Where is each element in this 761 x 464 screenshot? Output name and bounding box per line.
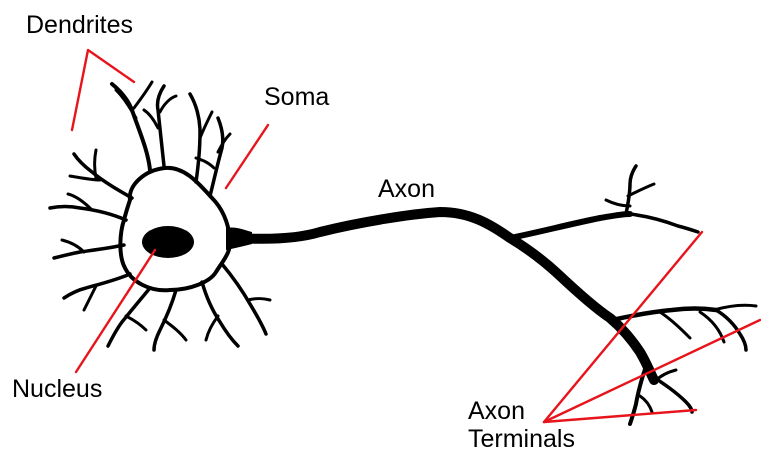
dendrite-branch (164, 320, 186, 340)
terminal-branch (652, 376, 692, 412)
dendrite-branch (50, 207, 126, 221)
dendrites-leader-line (72, 50, 134, 130)
dendrite-branch (160, 96, 176, 112)
dendrite-branch (134, 82, 152, 108)
terminals-leader-line (544, 320, 760, 422)
axon-shaft (236, 212, 654, 380)
dendrite-branch (54, 245, 124, 258)
axon-label: Axon (378, 176, 435, 204)
axon-terminals-label-line1: Axon (468, 398, 575, 426)
nucleus-label: Nucleus (12, 376, 102, 404)
dendrite-branch (62, 240, 84, 252)
dendrite-branch (95, 150, 97, 178)
terminal-branch (660, 312, 690, 338)
dendrite-branch (206, 316, 218, 340)
soma-label: Soma (264, 84, 329, 112)
terminal-branch (714, 305, 756, 310)
axon-terminals-label-line2: Terminals (468, 426, 575, 454)
terminal-branch (510, 214, 630, 238)
dendrite-branch (112, 84, 150, 170)
dendrite-branch (126, 316, 146, 330)
dendrites-label: Dendrites (26, 12, 133, 40)
dendrite-branch (74, 154, 132, 198)
dendrite-branch (248, 299, 270, 301)
terminal-branch (640, 396, 652, 412)
terminal-branch (628, 184, 654, 196)
dendrite-branch (116, 90, 136, 118)
terminal-branch (630, 214, 698, 232)
dendrite-branch (144, 110, 158, 128)
dendrite-branch (210, 118, 223, 196)
axon-terminals-label: Axon Terminals (468, 398, 575, 453)
axon-terminals-group (510, 166, 756, 424)
dendrites-group (50, 82, 270, 350)
dendrite-branch (200, 112, 212, 138)
nucleus-shape (142, 226, 194, 258)
soma-leader-line (226, 125, 268, 188)
nucleus-leader-line (76, 250, 155, 372)
